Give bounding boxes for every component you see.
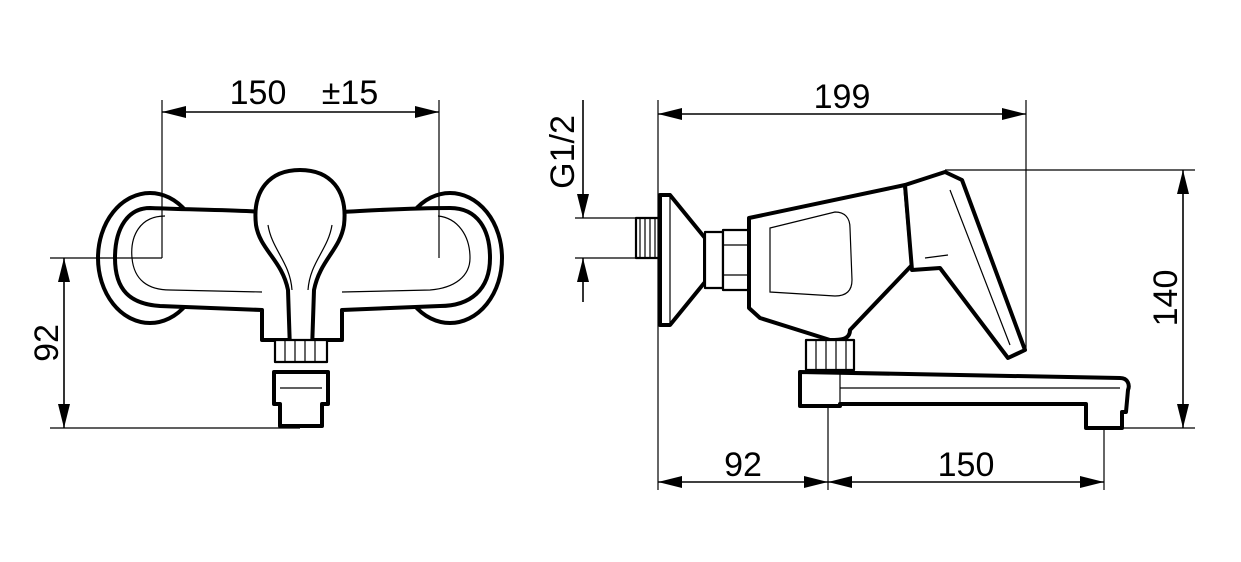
outlet-nut xyxy=(273,338,329,364)
front-spout xyxy=(272,370,330,428)
side-rosette xyxy=(658,193,707,327)
union-nut-outer xyxy=(721,228,751,292)
side-body-window xyxy=(769,211,853,297)
side-view: G1/2 199 140 92 150 xyxy=(544,78,1195,490)
side-height-label: 140 xyxy=(1147,270,1185,327)
wall-to-spout-label: 92 xyxy=(724,446,762,484)
union-nut xyxy=(703,230,725,290)
side-lever xyxy=(903,170,1027,360)
thread-label: G1/2 xyxy=(544,115,582,189)
lever-handle-contour xyxy=(267,224,333,291)
front-view: 150 ±15 92 xyxy=(28,74,504,429)
spout-length-label: 150 xyxy=(938,446,995,484)
front-tolerance-label: ±15 xyxy=(322,74,378,112)
total-length-label: 199 xyxy=(814,78,871,116)
side-outlet-nut xyxy=(804,338,856,372)
front-width-label: 150 xyxy=(230,74,287,112)
front-height-label: 92 xyxy=(28,324,66,362)
side-spout xyxy=(798,370,1131,430)
side-body xyxy=(747,183,914,342)
